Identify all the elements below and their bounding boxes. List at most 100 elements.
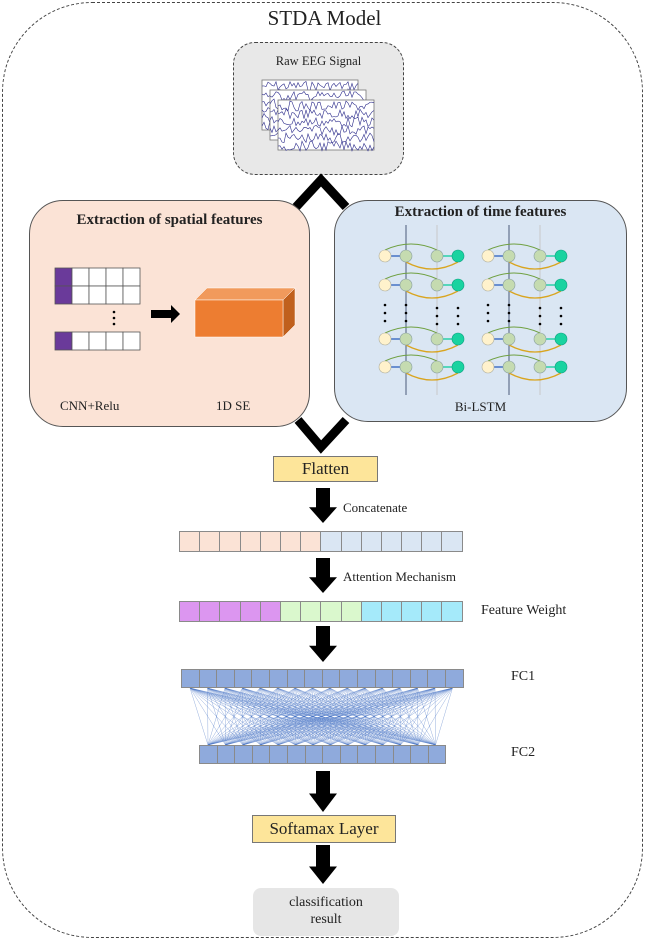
vector-cell — [392, 669, 411, 688]
fc-edge — [207, 687, 383, 746]
ellipsis-dot — [112, 316, 116, 320]
fc-edge — [207, 687, 418, 746]
fc-edge — [330, 687, 453, 746]
eeg-trace — [277, 124, 375, 136]
ellipsis-dot — [456, 314, 460, 318]
hidden-node — [533, 360, 547, 374]
feature-weight-label: Feature Weight — [481, 603, 567, 618]
skip-arc — [487, 326, 541, 334]
concatenated-vector — [179, 531, 463, 552]
down-arrow-icon — [309, 626, 337, 662]
skip-arc — [487, 243, 541, 251]
fc-edge — [312, 687, 453, 746]
fc-edge — [189, 687, 209, 746]
vector-cell — [286, 669, 306, 688]
merge-connector — [294, 416, 350, 454]
output-node — [451, 249, 465, 263]
eeg-trace — [277, 132, 375, 144]
hidden-node — [533, 278, 547, 292]
diagram-title: STDA Model — [267, 6, 382, 30]
feature-weight-vector — [179, 601, 463, 622]
ellipsis-dot — [486, 311, 490, 315]
vector-cell — [304, 745, 324, 764]
flatten-box: Flatten — [273, 456, 378, 482]
eeg-panel — [277, 99, 375, 151]
ellipsis-dot — [507, 319, 511, 323]
vector-cell — [181, 669, 200, 688]
input-node — [378, 360, 392, 374]
vector-cell — [269, 745, 288, 764]
se-label: 1D SE — [216, 398, 251, 413]
hidden-node — [399, 360, 413, 374]
input-node — [378, 278, 392, 292]
down-arrow-icon — [309, 845, 337, 884]
output-node — [554, 332, 568, 346]
ellipsis-dot — [383, 303, 387, 307]
ellipsis-dot — [435, 322, 439, 326]
fc-edge — [242, 687, 453, 746]
hidden-node — [502, 332, 516, 346]
ellipsis-dot — [404, 311, 408, 315]
hidden-node — [430, 332, 444, 346]
vector-cell — [268, 669, 288, 688]
ellipsis-dot — [404, 319, 408, 323]
ellipsis-dot — [559, 322, 563, 326]
output-node — [554, 360, 568, 374]
input-node — [481, 249, 495, 263]
vector-cell — [441, 601, 463, 622]
vector-cell — [410, 745, 429, 764]
vector-cell — [251, 745, 271, 764]
hidden-node — [502, 278, 516, 292]
result-line-2: result — [310, 912, 342, 927]
ellipsis-dot — [538, 306, 542, 310]
ellipsis-dot — [456, 322, 460, 326]
vector-cell — [374, 669, 394, 688]
vector-cell — [286, 745, 306, 764]
vector-cell — [216, 745, 236, 764]
se-block-front — [194, 299, 284, 338]
ellipsis-dot — [456, 306, 460, 310]
output-node — [554, 249, 568, 263]
skip-arc — [384, 354, 438, 362]
ellipsis-dot — [404, 303, 408, 307]
hidden-node — [502, 249, 516, 263]
ellipsis-dot — [435, 314, 439, 318]
hidden-node — [399, 332, 413, 346]
ellipsis-dot — [112, 322, 116, 326]
vector-cell — [392, 745, 412, 764]
classification-result-box: classification result — [253, 888, 399, 936]
skip-arc — [384, 272, 438, 280]
fc-edge — [207, 687, 331, 746]
fc-edge — [207, 687, 296, 746]
input-node — [378, 332, 392, 346]
fc-edge — [295, 687, 453, 746]
ellipsis-dot — [538, 322, 542, 326]
ellipsis-dot — [383, 311, 387, 315]
fc-edge — [207, 687, 261, 746]
input-node — [481, 332, 495, 346]
skip-arc — [508, 344, 562, 353]
stda-model-container — [2, 2, 643, 938]
fc-edge — [225, 687, 453, 746]
ellipsis-dot — [507, 303, 511, 307]
hidden-node — [430, 249, 444, 263]
skip-arc — [508, 372, 562, 381]
output-node — [451, 332, 465, 346]
ellipsis-dot — [112, 310, 116, 314]
down-arrow-icon — [309, 771, 337, 812]
time-title: Extraction of time features — [394, 204, 567, 220]
skip-arc — [384, 326, 438, 334]
fc1-layer — [181, 669, 464, 688]
vector-cell — [339, 669, 358, 688]
hidden-node — [502, 360, 516, 374]
output-node — [554, 278, 568, 292]
ellipsis-dot — [559, 306, 563, 310]
vector-cell — [339, 745, 359, 764]
vector-cell — [234, 745, 253, 764]
raw-eeg-label: Raw EEG Signal — [275, 54, 362, 68]
hidden-node — [399, 249, 413, 263]
vector-cell — [216, 669, 235, 688]
split-connector — [292, 173, 350, 211]
